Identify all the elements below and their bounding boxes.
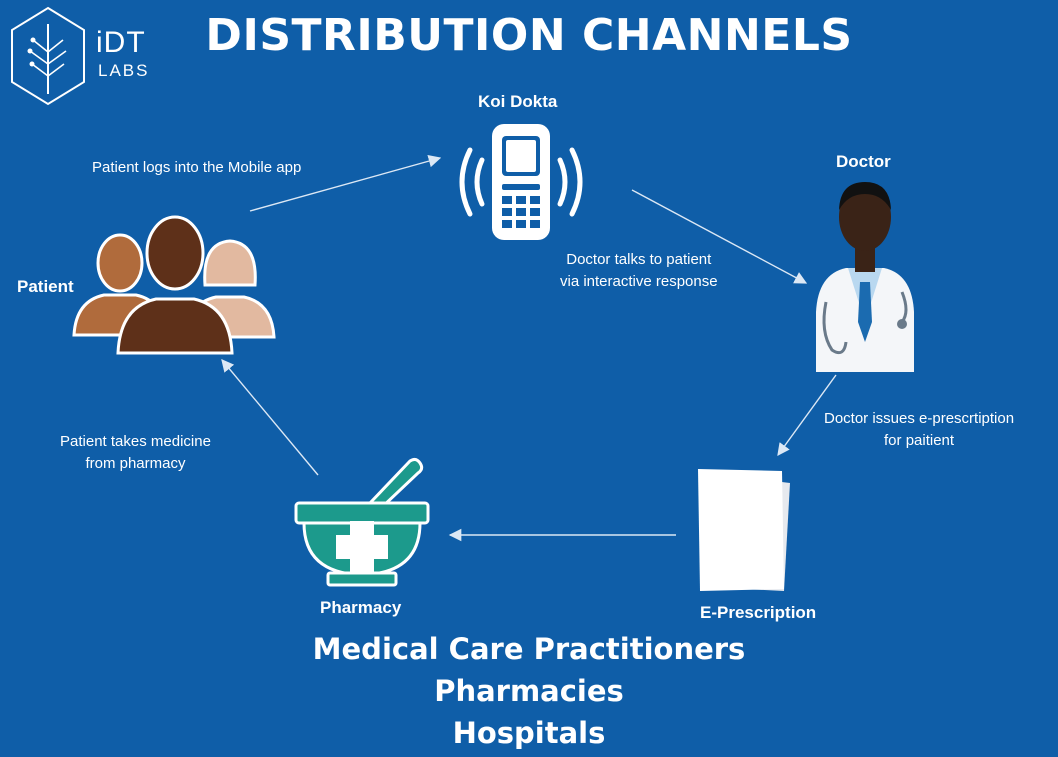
step-issue-caption: Doctor issues e-prescrtiption for paitie…: [824, 408, 1014, 452]
patients-group-icon: [72, 215, 276, 355]
step-issue-line-2: for paitient: [884, 432, 955, 449]
brand-name: iDT: [96, 26, 146, 59]
prescription-label: E-Prescription: [700, 603, 817, 622]
step-login-text: Patient logs into the Mobile app: [92, 159, 302, 176]
patient-center-figure: [116, 215, 234, 355]
step-talk-line-1: Doctor talks to patient: [566, 251, 712, 268]
step-login-caption: Patient logs into the Mobile app: [92, 157, 301, 179]
mobile-phone-icon: [459, 124, 583, 240]
document-paper-icon: [698, 469, 790, 591]
footer-line-hospitals: Hospitals: [452, 716, 606, 750]
step-takes-line-2: from pharmacy: [85, 455, 186, 472]
mortar-pestle-icon: [294, 457, 430, 587]
arrow-patient-to-phone: [249, 154, 442, 212]
page-title: DISTRIBUTION CHANNELS: [205, 10, 853, 61]
arrow-doctor-to-prescription: [777, 374, 837, 457]
step-issue-line-1: Doctor issues e-prescrtiption: [824, 410, 1015, 427]
idt-labs-logo: iDT LABS: [8, 6, 158, 106]
step-talk-line-2: via interactive response: [560, 273, 718, 290]
step-talk-caption: Doctor talks to patient via interactive …: [560, 249, 718, 293]
patient-label: Patient: [17, 277, 74, 296]
pharmacy-label: Pharmacy: [320, 598, 402, 617]
arrow-pharmacy-to-patient: [221, 359, 319, 476]
doctor-label: Doctor: [836, 152, 891, 171]
leaf-hexagon-icon: [11, 6, 85, 106]
brand-sub: LABS: [98, 61, 150, 80]
arrow-phone-to-doctor: [631, 189, 808, 284]
step-takes-caption: Patient takes medicine from pharmacy: [60, 431, 211, 475]
doctor-icon: [816, 182, 914, 372]
step-takes-line-1: Patient takes medicine: [60, 433, 211, 450]
cross-icon: [336, 521, 388, 573]
phone-label: Koi Dokta: [478, 92, 558, 111]
footer-line-pharmacies: Pharmacies: [434, 674, 624, 708]
footer-line-practitioners: Medical Care Practitioners: [312, 632, 746, 666]
